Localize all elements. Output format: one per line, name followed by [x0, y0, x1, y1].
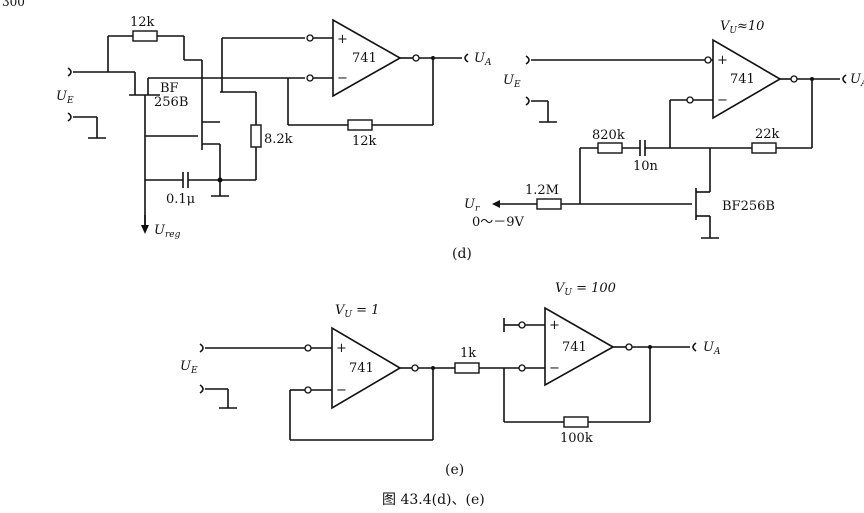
minus-e2: − — [549, 361, 560, 376]
label-10n: 10n — [633, 159, 659, 174]
output-label-d-left: UA — [474, 51, 492, 68]
label-1m2: 1.2M — [525, 183, 559, 198]
resistor-1k — [454, 362, 480, 374]
caption-e: (e) — [445, 462, 464, 478]
label-12k-top: 12k — [130, 15, 155, 30]
label-100k: 100k — [560, 431, 593, 446]
ground-terminal-e — [199, 384, 204, 394]
circuit-d-left: UE 12k BF 256B 8.2k — [56, 15, 492, 240]
output-label-e: UA — [703, 340, 721, 357]
ground-terminal-d-right — [525, 96, 530, 106]
jfet-label-1: BF — [160, 81, 179, 96]
top-cut-text: 300 — [2, 0, 25, 9]
output-terminal-d-right — [842, 74, 847, 84]
minus-d-right: − — [717, 93, 728, 108]
input-terminal-e — [199, 343, 204, 353]
gain2-label: VU = 100 — [555, 281, 616, 298]
resistor-22k — [751, 142, 777, 154]
resistor-100k — [563, 416, 589, 428]
figure-caption: 图 43.4(d)、(e) — [382, 492, 485, 508]
gain1-label: VU = 1 — [335, 303, 379, 320]
minus-d-left: − — [337, 71, 348, 86]
label-ur: Ur — [464, 197, 480, 214]
jfet-label-2: 256B — [154, 95, 188, 110]
label-cap-01u: 0.1μ — [166, 192, 195, 207]
label-ctrl-range: 0～－9V — [472, 215, 525, 230]
plus-d-left: + — [337, 32, 348, 47]
minus-e1: − — [336, 383, 347, 398]
label-1k: 1k — [460, 346, 476, 361]
output-terminal-d-left — [464, 53, 469, 63]
label-12k-bottom: 12k — [352, 134, 377, 149]
gain-label-d-right: VU≈10 — [720, 19, 764, 36]
resistor-12k-bottom — [347, 119, 373, 131]
label-8k2: 8.2k — [264, 132, 293, 147]
label-ureg: Ureg — [154, 223, 181, 240]
caption-d: (d) — [452, 246, 472, 262]
plus-d-right: + — [717, 53, 728, 68]
opamp-label-d-left: 741 — [352, 51, 377, 66]
label-bf256b: BF256B — [722, 199, 775, 214]
input-label-e: UE — [180, 359, 198, 376]
opamp-label-d-right: 741 — [730, 72, 755, 87]
input-terminal-d-right — [525, 55, 530, 65]
resistor-8k2 — [250, 124, 262, 148]
output-label-d-right: UA — [850, 72, 864, 89]
ground-terminal-d-left — [67, 112, 72, 122]
plus-e2: + — [549, 318, 560, 333]
output-terminal-e — [692, 342, 697, 352]
opamp-741-e2 — [544, 306, 615, 387]
circuit-e: VU = 1 VU = 100 UE + − 741 1k — [180, 281, 721, 446]
input-terminal-d-left — [67, 67, 72, 77]
opamp-741-e1 — [331, 326, 402, 410]
opamp1-label: 741 — [349, 361, 374, 376]
label-820k: 820k — [592, 128, 625, 143]
label-22k: 22k — [755, 127, 780, 142]
circuit-d-right: VU≈10 UE + − 741 UA 820k 10n — [464, 19, 864, 239]
opamp-741-d-left — [332, 18, 402, 98]
resistor-12k-top — [132, 30, 158, 42]
opamp2-label: 741 — [562, 340, 587, 355]
resistor-1m2 — [536, 198, 562, 210]
opamp-741-d-right — [712, 38, 782, 120]
resistor-820k — [597, 142, 623, 154]
input-label-d-right: UE — [503, 73, 521, 90]
plus-e1: + — [336, 341, 347, 356]
input-label-d-left: UE — [56, 89, 74, 106]
